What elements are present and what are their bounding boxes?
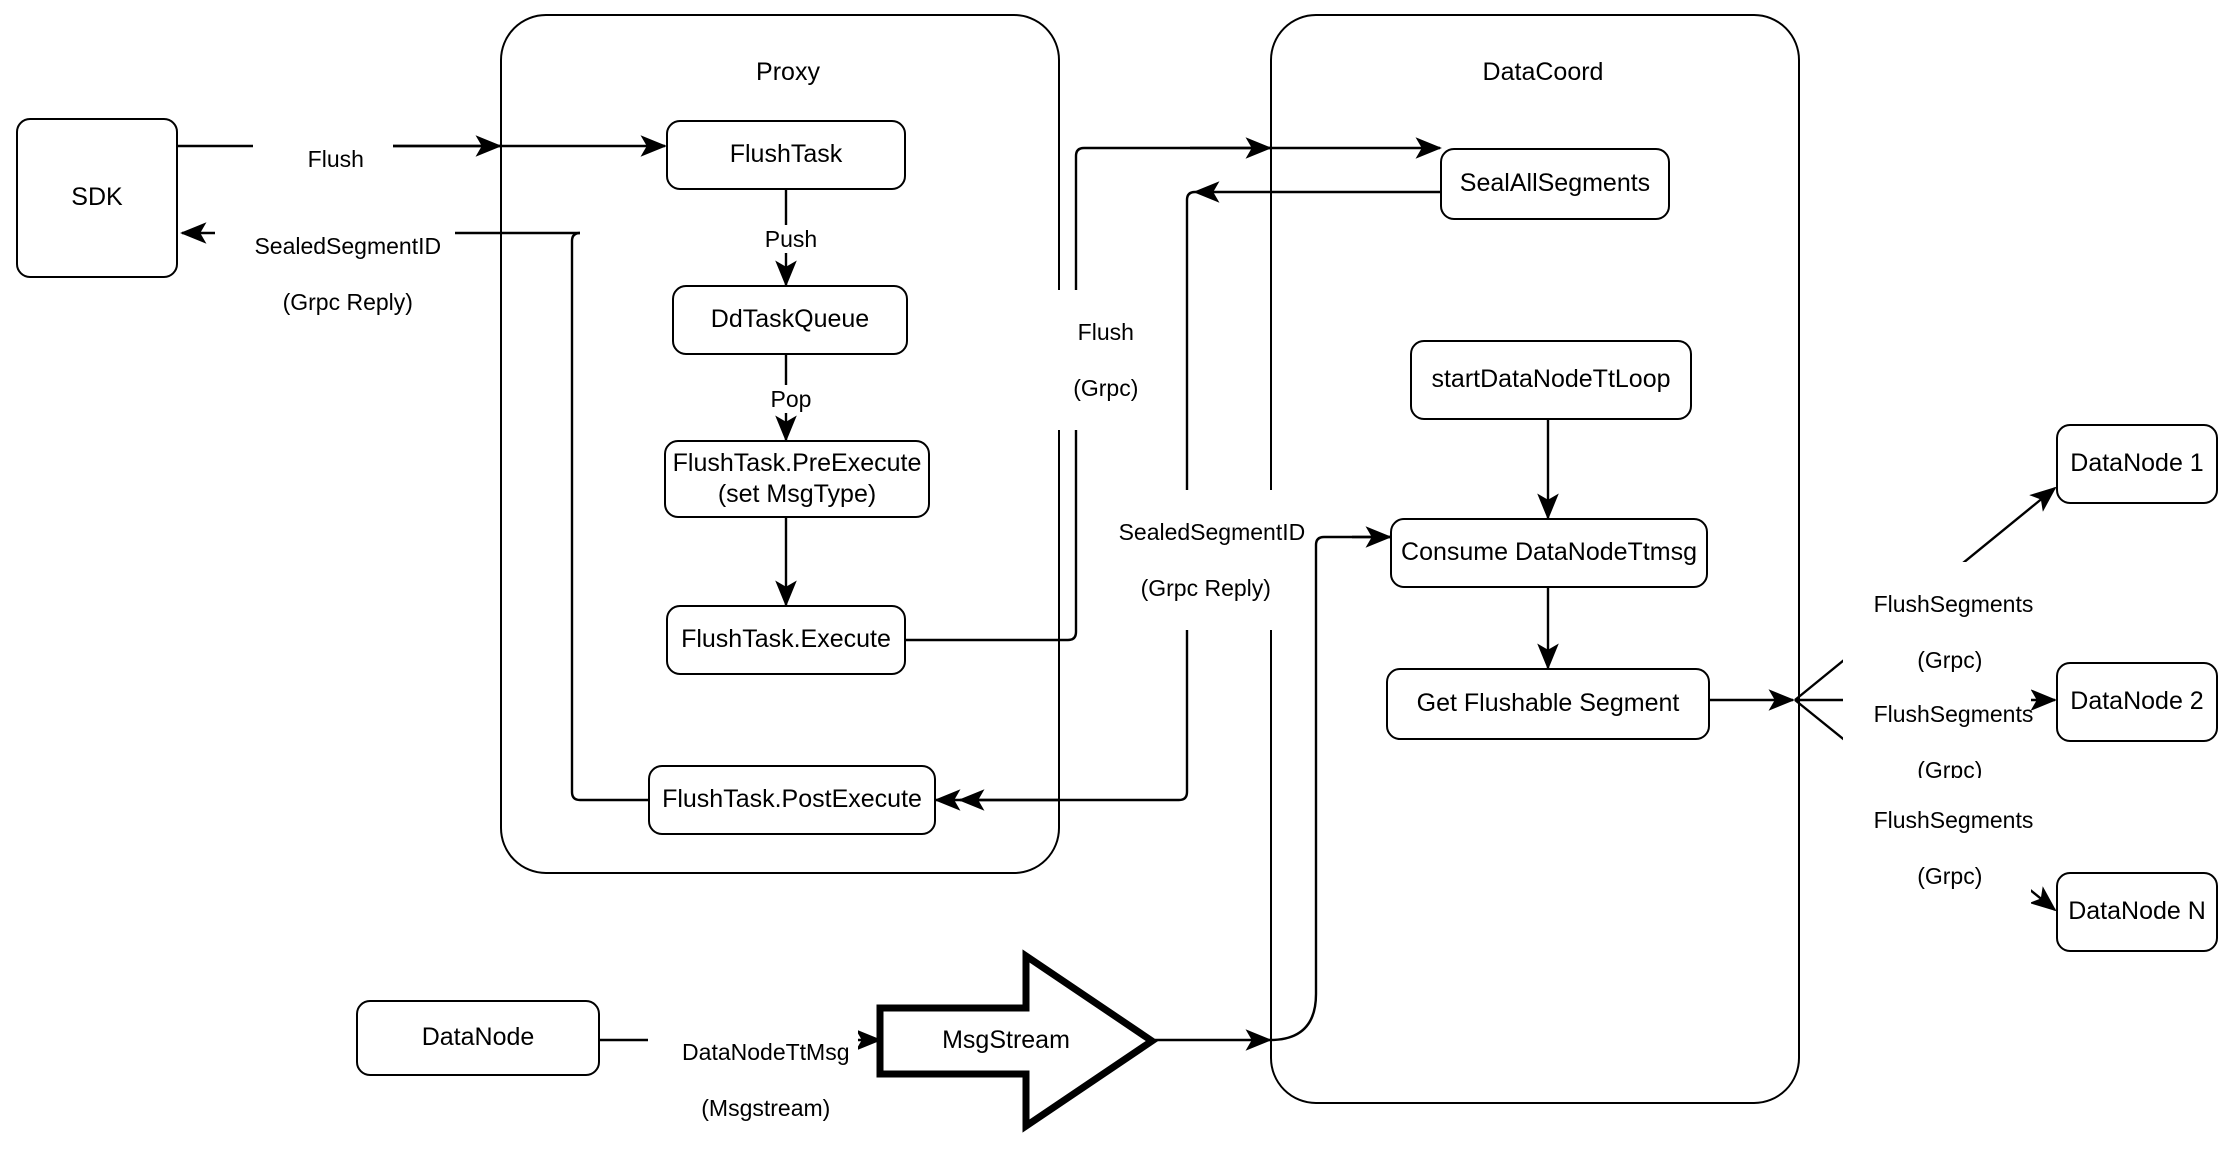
datacoord-title: DataCoord — [1455, 58, 1631, 87]
preexecute-line1: FlushTask.PreExecute — [672, 448, 922, 477]
flush-dc-line2: (Grpc) — [1073, 375, 1139, 402]
execute-node[interactable]: FlushTask.Execute — [666, 605, 906, 675]
edge-label-sealedsegmentid-sdk: SealedSegmentID (Grpc Reply) — [215, 204, 455, 345]
ddtaskqueue-node[interactable]: DdTaskQueue — [672, 285, 908, 355]
flush-dc-line1: Flush — [1077, 319, 1134, 346]
msgstream-label: MsgStream — [942, 1026, 1070, 1054]
preexecute-line2: (set MsgType) — [717, 480, 877, 508]
edge-label-push: Push — [740, 225, 842, 254]
sealed-sdk-line1: SealedSegmentID — [254, 233, 442, 260]
wire-reply-channel-down — [960, 190, 1196, 802]
fs1-line1: FlushSegments — [1873, 591, 2034, 618]
postexecute-node[interactable]: FlushTask.PostExecute — [648, 765, 936, 835]
fsn-line2: (Grpc) — [1917, 863, 1983, 890]
datanode-2-node[interactable]: DataNode 2 — [2056, 662, 2218, 742]
msgstream-shape[interactable] — [876, 948, 1159, 1134]
sdk-node[interactable]: SDK — [16, 118, 178, 278]
wire-dc-ttmsg-riser — [1269, 535, 1390, 1042]
proxy-container — [500, 14, 1060, 874]
edge-label-pop: Pop — [744, 385, 838, 414]
ttmsg-line2: (Msgstream) — [701, 1095, 831, 1122]
edge-label-flush-grpc-dc: Flush (Grpc) — [1032, 290, 1154, 431]
wire-postexecute-return — [570, 231, 648, 802]
proxy-title: Proxy — [700, 58, 876, 87]
sealed-dc-line2: (Grpc Reply) — [1140, 575, 1271, 602]
preexecute-node[interactable]: FlushTask.PreExecute (set MsgType) — [664, 440, 930, 518]
edge-label-datanodettmsg: DataNodeTtMsg (Msgstream) — [648, 1010, 858, 1150]
sealed-dc-line1: SealedSegmentID — [1118, 519, 1306, 546]
flushtask-node[interactable]: FlushTask — [666, 120, 906, 190]
edge-label-flushsegments-n: FlushSegments (Grpc) — [1843, 778, 2034, 919]
datanode-source-node[interactable]: DataNode — [356, 1000, 600, 1076]
fs2-line1: FlushSegments — [1873, 701, 2034, 728]
fs1-line2: (Grpc) — [1917, 647, 1983, 674]
startdatanodettloop-node[interactable]: startDataNodeTtLoop — [1410, 340, 1692, 420]
fsn-line1: FlushSegments — [1873, 807, 2034, 834]
get-flushable-segment-node[interactable]: Get Flushable Segment — [1386, 668, 1710, 740]
sealallsegments-node[interactable]: SealAllSegments — [1440, 148, 1670, 220]
consume-datanodettmsg-node[interactable]: Consume DataNodeTtmsg — [1390, 518, 1708, 588]
datanode-n-node[interactable]: DataNode N — [2056, 872, 2218, 952]
sealed-sdk-line2: (Grpc Reply) — [282, 289, 413, 316]
edge-label-sealedsegmentid-dc: SealedSegmentID (Grpc Reply) — [1088, 490, 1305, 631]
flush-grpc-line1: Flush — [307, 146, 364, 173]
datanode-1-node[interactable]: DataNode 1 — [2056, 424, 2218, 504]
ttmsg-line1: DataNodeTtMsg — [682, 1039, 850, 1066]
